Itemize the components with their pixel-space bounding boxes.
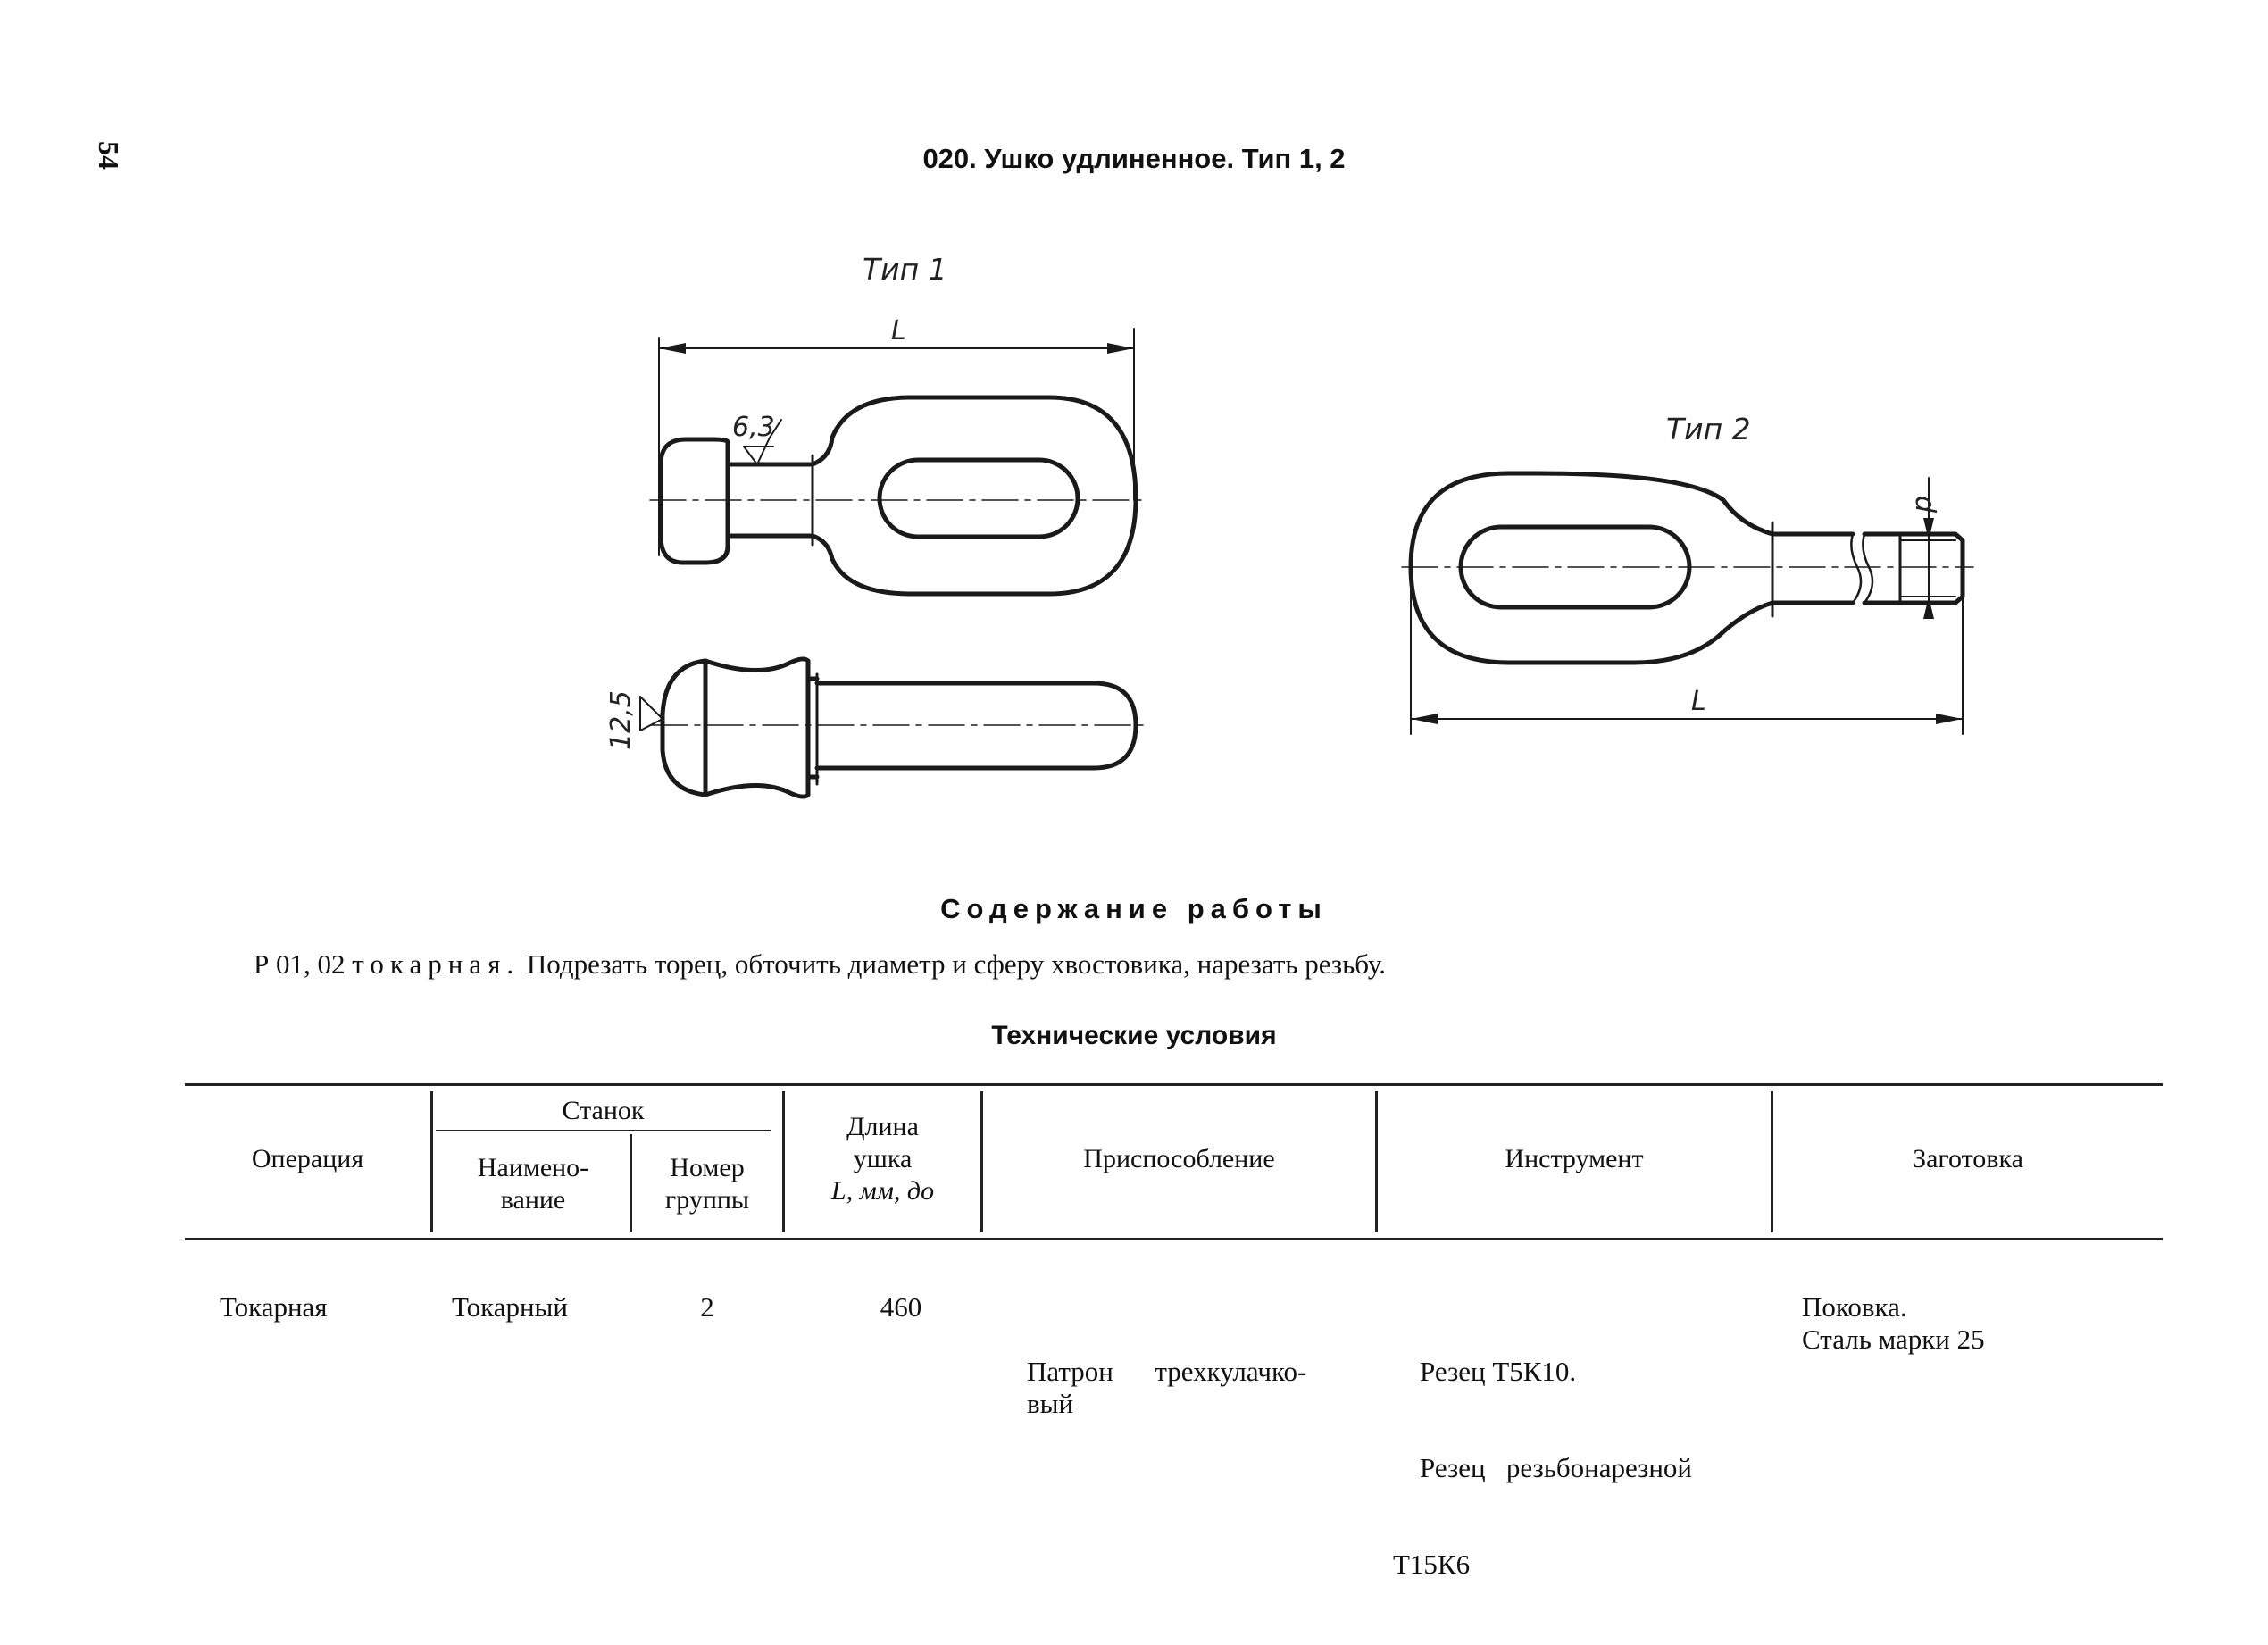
header-machine: Станок [562, 1096, 645, 1125]
header-operation: Операция [251, 1144, 364, 1173]
row-machine-name: Токарный [452, 1291, 568, 1323]
type1-top-view: Тип 1 L 6,3 [649, 252, 1142, 597]
type1-eye [810, 395, 1138, 597]
type1-side-view: 12,5 [605, 656, 1144, 799]
row-machine-group: 2 [700, 1291, 714, 1323]
row-operation: Токарная [220, 1291, 328, 1323]
type2-view: Тип 2 d L [1401, 412, 1974, 735]
content-heading: Содержание работы [940, 893, 1328, 924]
type1-slot [877, 457, 1080, 539]
row-fixture: Патрон трехкулачко-вый [1027, 1356, 1307, 1419]
type1-label: Тип 1 [863, 252, 947, 287]
type1-head [658, 437, 730, 565]
header-fixture: Приспособление [1083, 1144, 1275, 1173]
row-blank: Поковка.Сталь марки 25 [1802, 1291, 1985, 1355]
roughness-12-5: 12,5 [605, 690, 637, 750]
operation-name: токарная. [352, 948, 521, 980]
document-title: 020. Ушко удлиненное. Тип 1, 2 [922, 143, 1346, 174]
header-machine-name: Наимено-вание [477, 1153, 589, 1215]
header-blank: Заготовка [1913, 1144, 2023, 1173]
type1-side-head [660, 658, 708, 797]
technical-drawing: Тип 1 L 6,3 [605, 252, 1974, 799]
operation-code: Р 01, 02 [254, 948, 346, 980]
type2-dim-L: L [1691, 686, 1706, 717]
type2-eye [1408, 471, 1775, 665]
type1-dim-L: L [891, 315, 906, 347]
row-tool: Резец Т5К10. Резец резьбонарезной Т15К6 [1393, 1356, 1693, 1580]
tech-heading: Технические условия [991, 1021, 1277, 1050]
row-length: 460 [880, 1291, 922, 1323]
type2-dim-d: d [1909, 496, 1940, 514]
type2-label: Тип 2 [1666, 412, 1751, 447]
type2-thread [1862, 531, 1965, 605]
header-tool: Инструмент [1505, 1144, 1644, 1173]
roughness-6-3: 6,3 [732, 412, 775, 443]
content-text: Р 01, 02 токарная. Подрезать торец, обто… [254, 948, 1386, 981]
operation-description: Подрезать торец, обточить диаметр и сфер… [526, 948, 1387, 980]
